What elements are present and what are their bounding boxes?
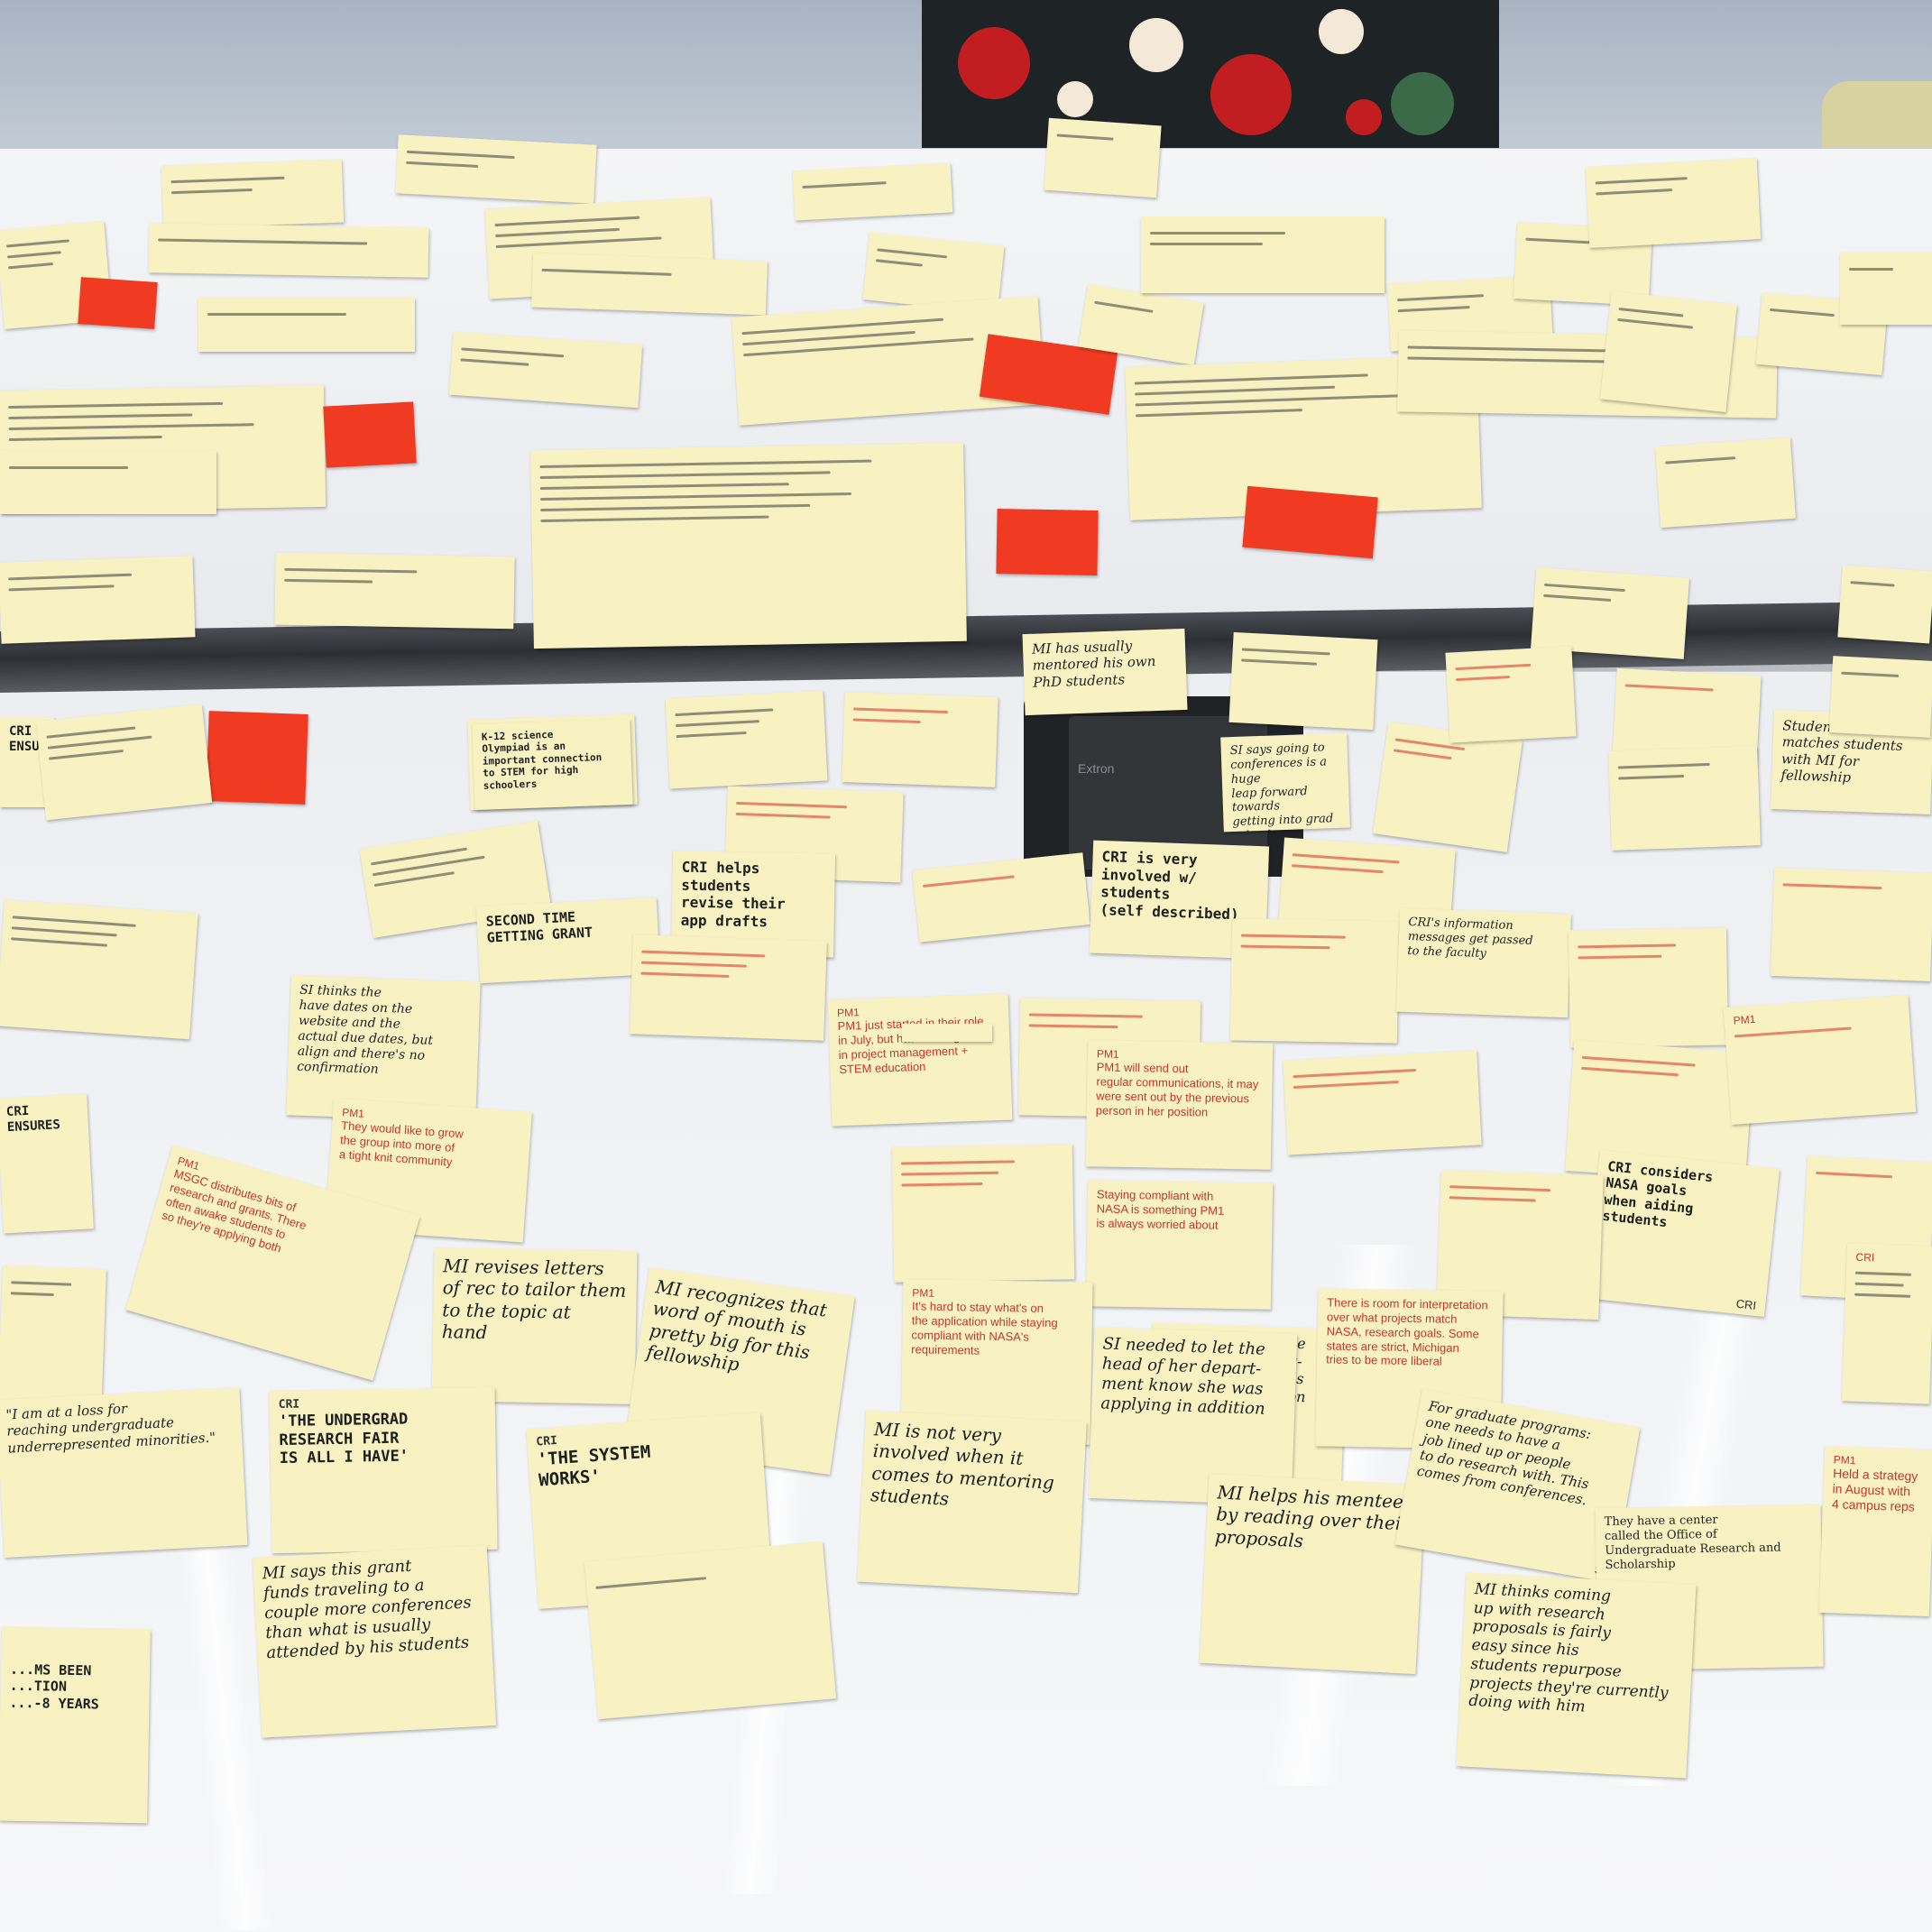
- sticky-note: Staying compliant with NASA is something…: [1085, 1180, 1274, 1310]
- sticky-note: [1283, 1050, 1482, 1155]
- sticky-note: PM1: [1723, 995, 1917, 1125]
- sticky-note: [35, 704, 213, 821]
- sticky-note: [1229, 918, 1400, 1044]
- sticky-note-red: [206, 711, 308, 805]
- sticky-note: [0, 451, 216, 514]
- sticky-note: [1568, 927, 1729, 1048]
- sticky-note: ...MS BEEN ...TION ...-8 YEARS: [0, 1626, 151, 1824]
- sticky-note: MI revises letters of rec to tailor them…: [431, 1247, 638, 1404]
- sticky-note: [1228, 631, 1378, 731]
- sticky-note: CRI: [1841, 1243, 1932, 1404]
- sticky-note: MI helps his mentees by reading over the…: [1199, 1473, 1426, 1675]
- sticky-note: [902, 1024, 992, 1042]
- sticky-note: [274, 552, 515, 630]
- sticky-note: SI thinks the have dates on the website …: [286, 975, 481, 1122]
- sticky-note: [531, 253, 768, 316]
- sticky-note: MI is not very involved when it comes to…: [857, 1410, 1087, 1594]
- flower: [1346, 99, 1382, 135]
- sticky-note: [842, 692, 998, 787]
- sticky-note: [1840, 253, 1932, 325]
- sticky-note: [0, 556, 196, 644]
- flower: [1319, 9, 1364, 54]
- sticky-note: [665, 690, 828, 789]
- sticky-note-red: [323, 401, 417, 468]
- sticky-note: [1445, 646, 1577, 743]
- flower: [1210, 54, 1292, 135]
- sticky-note: [1837, 565, 1932, 644]
- sticky-note: [1608, 746, 1761, 851]
- sticky-note: [891, 1144, 1075, 1283]
- sticky-note: CRI ENSURES: [0, 1093, 94, 1234]
- sticky-note: [161, 159, 345, 229]
- sticky-note: [448, 331, 643, 409]
- sticky-note: MI thinks coming up with research propos…: [1456, 1572, 1697, 1779]
- sticky-note: [1600, 291, 1737, 412]
- sticky-note: [792, 162, 953, 221]
- sticky-note: CRI's information messages get passed to…: [1396, 907, 1571, 1018]
- flower: [1129, 18, 1183, 72]
- sticky-note: [1828, 656, 1932, 738]
- flower: [1391, 72, 1454, 135]
- flower: [958, 27, 1030, 99]
- sticky-note: [1655, 437, 1796, 529]
- sticky-note: K-12 science Olympiad is an important co…: [472, 718, 633, 811]
- sticky-note: [1585, 158, 1762, 248]
- sticky-note: "I am at a loss for reaching undergradua…: [0, 1387, 248, 1558]
- sticky-note-red: [996, 509, 1099, 575]
- sticky-note: [148, 223, 429, 278]
- sticky-note: [1531, 567, 1689, 659]
- sticky-note: [1373, 722, 1523, 852]
- sticky-note: [0, 899, 198, 1040]
- sticky-note: MI says this grant funds traveling to a …: [252, 1545, 497, 1738]
- flower: [1057, 81, 1093, 117]
- sticky-note: [395, 134, 597, 204]
- device-brand: Extron: [1078, 761, 1115, 776]
- person-floral-skirt: [922, 0, 1499, 161]
- sticky-note: SI says going to conferences is a huge l…: [1220, 732, 1350, 833]
- sticky-note: [198, 298, 415, 352]
- sticky-note: [584, 1541, 837, 1720]
- sticky-note: CRI'THE UNDERGRAD RESEARCH FAIR IS ALL I…: [269, 1386, 498, 1554]
- sticky-note: [630, 934, 827, 1041]
- sticky-note: [1770, 867, 1932, 982]
- sticky-note: CRI considers NASA goals when aiding stu…: [1584, 1149, 1780, 1318]
- sticky-note-red: [78, 277, 158, 329]
- sticky-note-red: [1242, 485, 1378, 559]
- sticky-note: MI has usually mentored his own PhD stud…: [1022, 628, 1188, 716]
- sticky-note-cluster: [530, 442, 967, 649]
- sticky-note: [1141, 216, 1385, 293]
- sticky-note: [1044, 117, 1162, 198]
